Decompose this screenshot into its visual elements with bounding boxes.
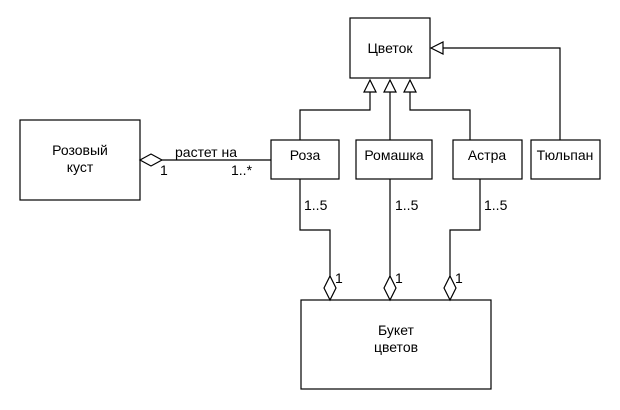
class-bouquet-label-line1: Букет xyxy=(378,322,414,338)
class-bouquet[interactable]: Букет цветов xyxy=(300,299,492,390)
multiplicity-bouquet-rose: 1 xyxy=(335,270,343,286)
generalization-aster xyxy=(403,78,471,140)
association-grows-on: растет на 1 1..* xyxy=(138,144,271,178)
aggregation-bouquet-aster-line xyxy=(449,179,481,277)
class-flower[interactable]: Цветок xyxy=(349,17,431,79)
class-aster-label: Астра xyxy=(468,147,507,163)
aggregation-bouquet-aster: 1..5 1 xyxy=(443,179,508,302)
multiplicity-aster-in-bouquet: 1..5 xyxy=(484,197,508,213)
multiplicity-chamomile-in-bouquet: 1..5 xyxy=(395,197,419,213)
class-tulip-label: Тюльпан xyxy=(537,147,594,163)
multiplicity-rose: 1..* xyxy=(231,162,253,178)
generalization-aster-line xyxy=(409,92,471,140)
class-rose-bush-box xyxy=(19,119,141,201)
class-aster[interactable]: Астра xyxy=(452,139,523,180)
class-bouquet-label-line2: цветов xyxy=(374,339,418,355)
multiplicity-bouquet-chamomile: 1 xyxy=(395,270,403,286)
class-rose-box xyxy=(270,139,340,180)
aggregation-bouquet-chamomile-diamond xyxy=(383,274,397,302)
class-rose[interactable]: Роза xyxy=(270,139,340,180)
generalization-chamomile xyxy=(383,78,397,140)
aggregation-diamond-rose-bush xyxy=(138,153,164,167)
class-chamomile[interactable]: Ромашка xyxy=(355,139,433,180)
generalization-rose xyxy=(299,78,377,140)
class-chamomile-label: Ромашка xyxy=(364,147,424,163)
generalization-aster-arrowhead xyxy=(403,78,417,93)
class-rose-bush-label-line1: Розовый xyxy=(52,142,108,158)
multiplicity-rose-in-bouquet: 1..5 xyxy=(304,197,328,213)
class-aster-box xyxy=(452,139,523,180)
generalization-chamomile-arrowhead xyxy=(383,78,397,93)
generalization-tulip xyxy=(429,41,561,140)
aggregation-bouquet-rose-diamond xyxy=(323,274,337,302)
generalization-tulip-arrowhead xyxy=(429,41,444,55)
class-chamomile-box xyxy=(355,139,433,180)
class-rose-bush-label-line2: куст xyxy=(67,159,94,175)
class-bouquet-box xyxy=(300,299,492,390)
generalization-tulip-line xyxy=(443,47,561,140)
class-rose-bush[interactable]: Розовый куст xyxy=(19,119,141,201)
aggregation-bouquet-rose-line xyxy=(299,179,331,277)
aggregation-bouquet-rose: 1..5 1 xyxy=(299,179,343,302)
generalization-rose-arrowhead xyxy=(363,78,377,93)
class-tulip-box xyxy=(530,139,601,180)
class-flower-box xyxy=(349,17,431,79)
class-flower-label: Цветок xyxy=(367,40,413,56)
class-rose-label: Роза xyxy=(290,147,321,163)
multiplicity-bouquet-aster: 1 xyxy=(455,270,463,286)
aggregation-bouquet-chamomile: 1..5 1 xyxy=(383,179,419,302)
class-tulip[interactable]: Тюльпан xyxy=(530,139,601,180)
association-grows-on-label: растет на xyxy=(175,144,237,160)
aggregation-bouquet-aster-diamond xyxy=(443,274,457,302)
multiplicity-rose-bush: 1 xyxy=(160,162,168,178)
generalization-rose-line xyxy=(299,92,371,140)
